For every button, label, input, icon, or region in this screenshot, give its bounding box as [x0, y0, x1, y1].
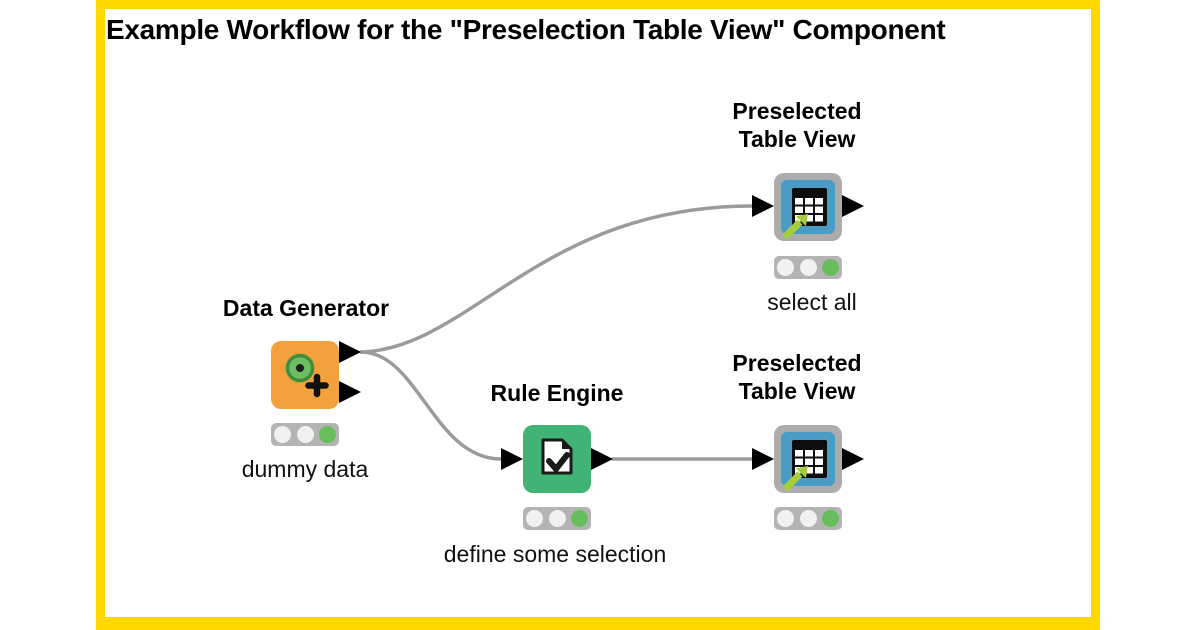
connection-datagen-to-ruleengine[interactable]: [359, 350, 503, 461]
output-port[interactable]: [842, 448, 864, 470]
node-annotation: dummy data: [241, 456, 369, 482]
table-view-icon: [782, 440, 827, 492]
output-port-2[interactable]: [339, 381, 361, 403]
document-check-icon: [541, 438, 573, 475]
lamp-yellow: [296, 426, 314, 443]
target-plus-icon: [285, 353, 329, 398]
open-view-arrow-icon: [782, 214, 808, 240]
lamp-red: [274, 426, 291, 443]
lamp-red: [777, 259, 794, 276]
node-name-label: Data Generator: [222, 295, 390, 321]
lamp-green: [571, 510, 588, 527]
output-port[interactable]: [842, 195, 864, 217]
node-body-table-view[interactable]: [774, 173, 842, 241]
node-name-label: Preselected Table View: [732, 350, 862, 404]
open-view-arrow-icon: [782, 466, 808, 492]
node-body-table-view[interactable]: [774, 425, 842, 493]
lamp-green: [822, 510, 839, 527]
lamp-yellow: [799, 259, 817, 276]
status-traffic-light: [271, 423, 339, 446]
connection-datagen-to-tableview-top[interactable]: [359, 204, 754, 354]
lamp-yellow: [548, 510, 566, 527]
output-port[interactable]: [591, 448, 613, 470]
workflow-canvas-frame: [96, 0, 1100, 630]
status-traffic-light: [523, 507, 591, 530]
status-traffic-light: [774, 507, 842, 530]
node-name-label: Rule Engine: [490, 380, 624, 406]
lamp-red: [777, 510, 794, 527]
lamp-yellow: [799, 510, 817, 527]
node-annotation: define some selection: [443, 541, 667, 567]
lamp-green: [822, 259, 839, 276]
node-body-rule-engine[interactable]: [523, 425, 591, 493]
status-traffic-light: [774, 256, 842, 279]
input-port[interactable]: [752, 195, 774, 217]
lamp-red: [526, 510, 543, 527]
node-annotation: select all: [767, 289, 857, 315]
lamp-green: [319, 426, 336, 443]
page-title: Example Workflow for the "Preselection T…: [106, 14, 946, 45]
table-view-icon: [782, 188, 827, 240]
node-body-data-generator[interactable]: [271, 341, 339, 409]
node-name-label: Preselected Table View: [732, 98, 862, 152]
output-port-1[interactable]: [339, 341, 361, 363]
input-port[interactable]: [501, 448, 523, 470]
input-port[interactable]: [752, 448, 774, 470]
